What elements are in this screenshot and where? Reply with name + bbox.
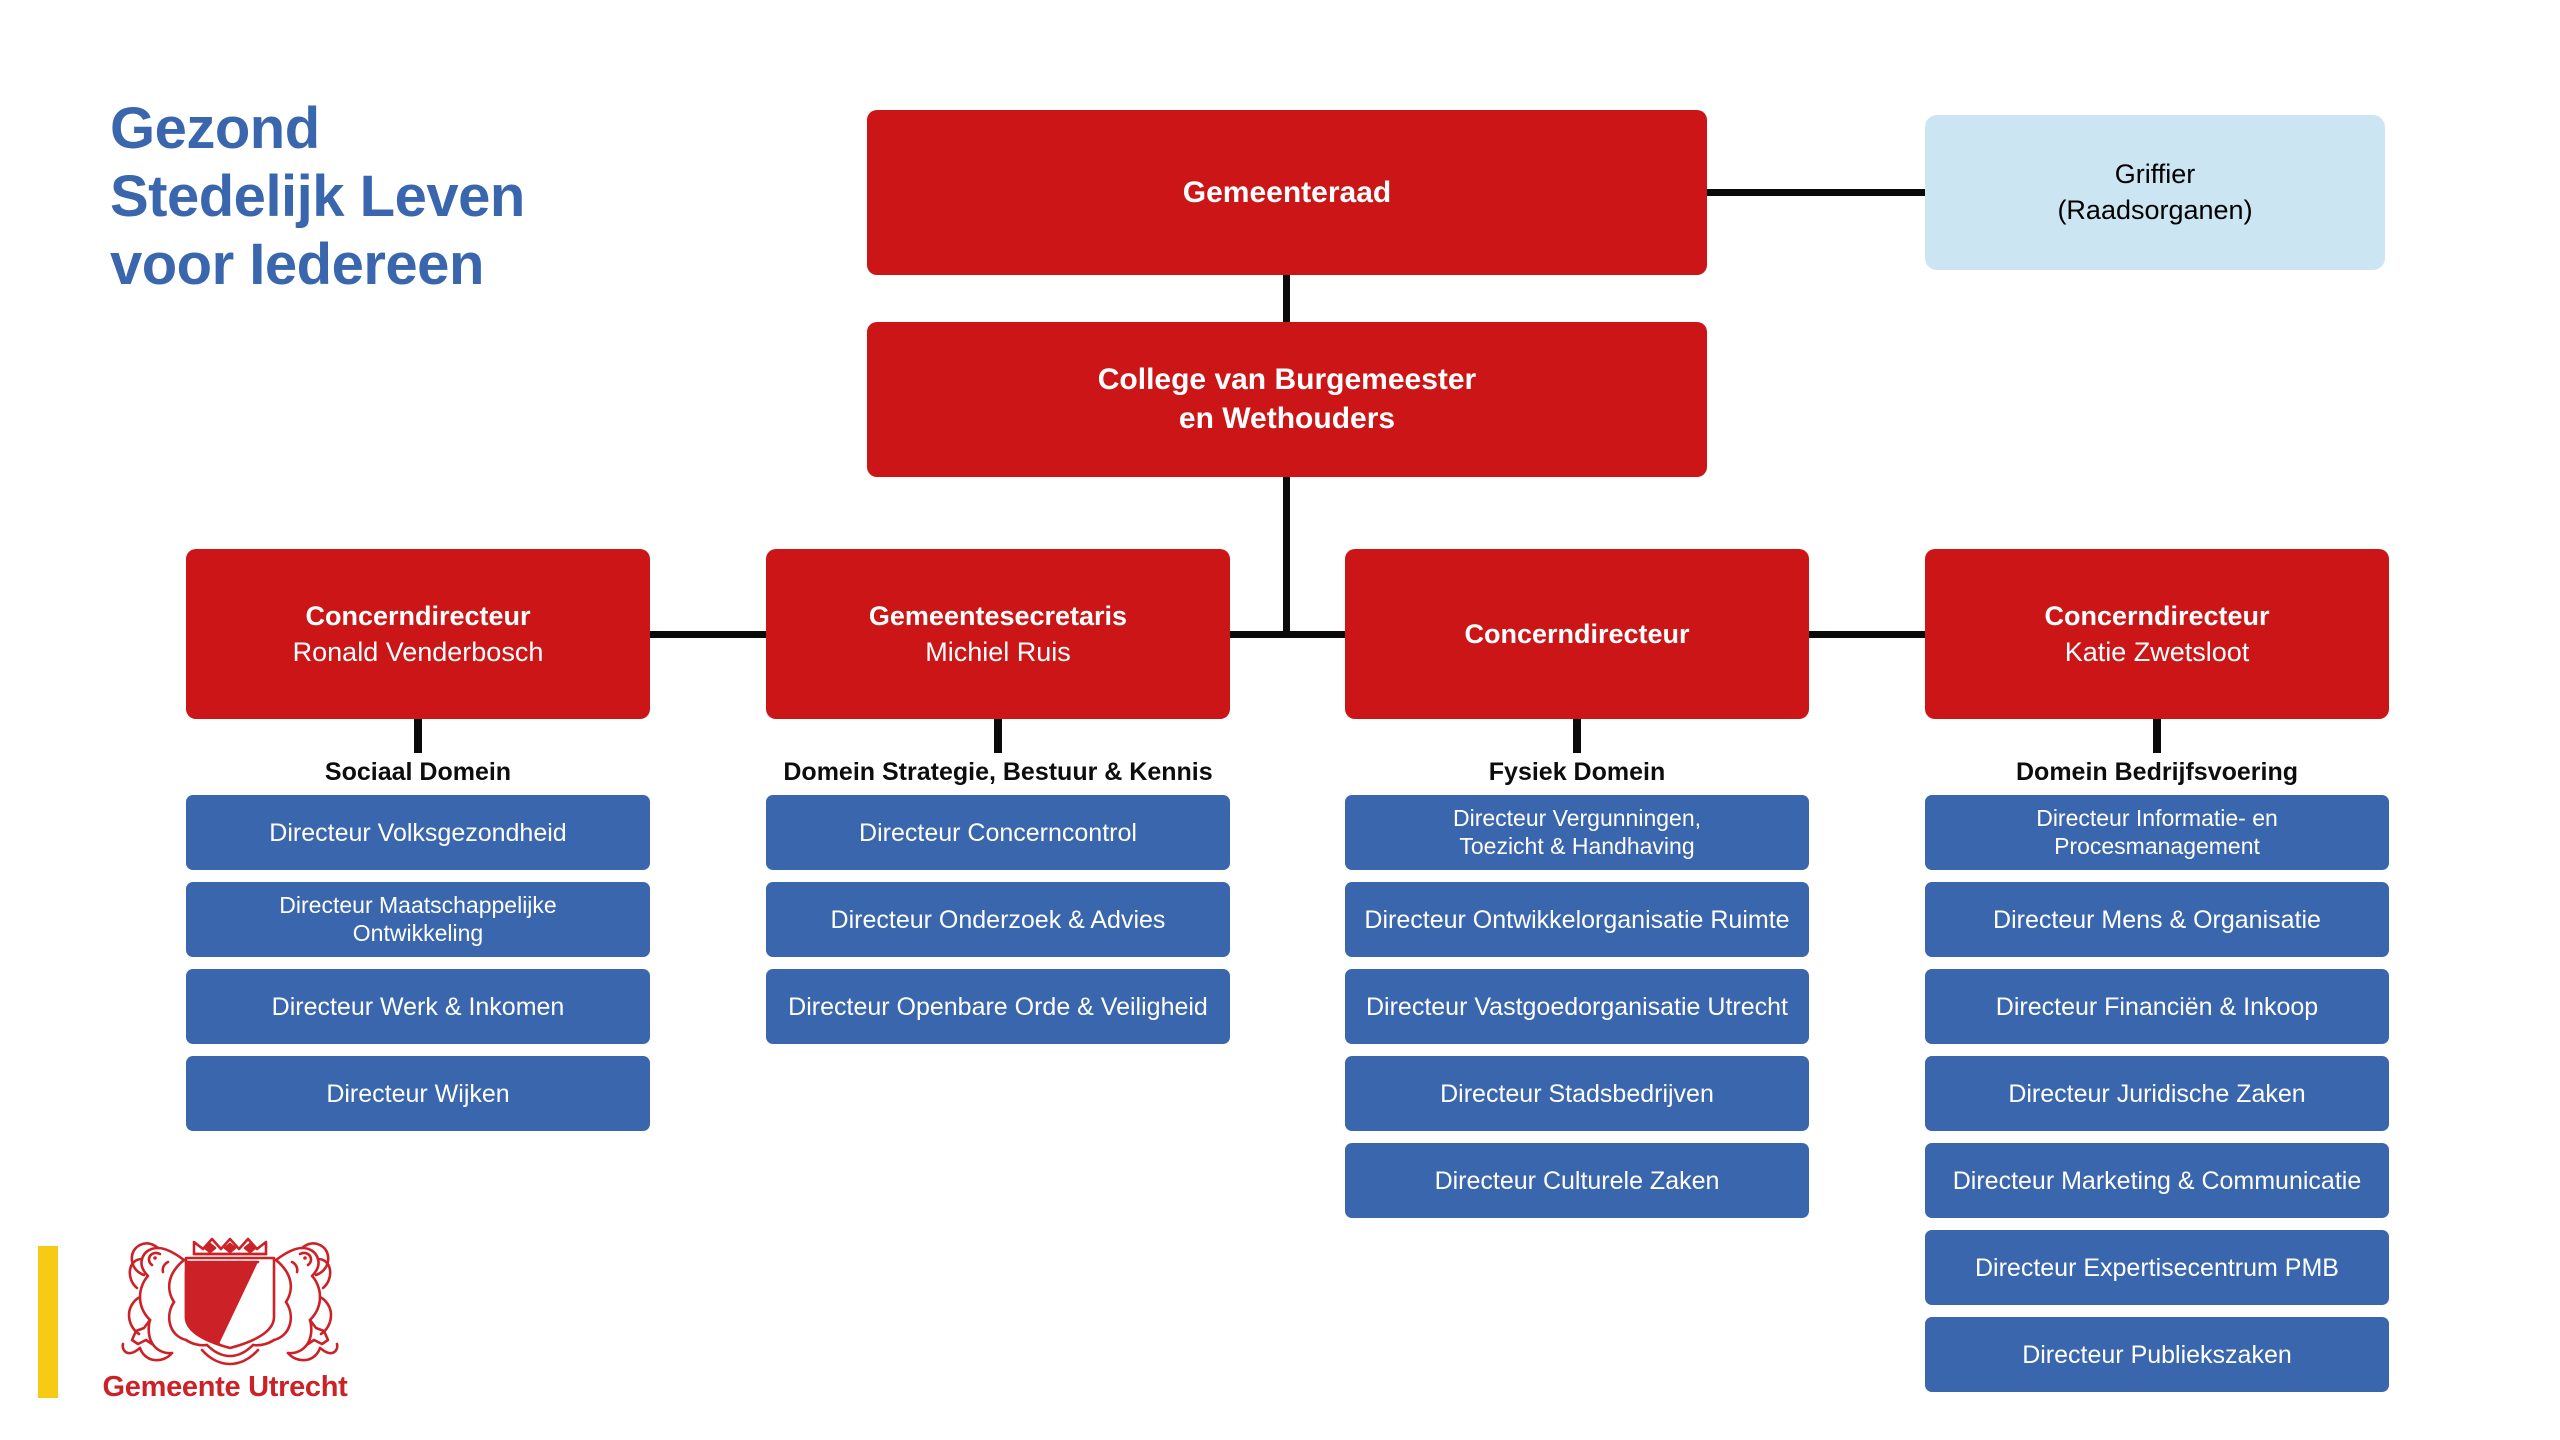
unit-box[interactable]: Directeur Wijken (186, 1056, 650, 1131)
unit-box[interactable]: Directeur Publiekszaken (1925, 1317, 2389, 1392)
director-role-1: Gemeentesecretaris (868, 600, 1128, 631)
logo-wordmark: Gemeente Utrecht (102, 1371, 348, 1403)
unit-list-3: Directeur Informatie- en Procesmanagemen… (1925, 795, 2389, 1404)
node-griffier[interactable]: Griffier (Raadsorganen) (1925, 115, 2385, 270)
unit-box[interactable]: Directeur Maatschappelijke Ontwikkeling (186, 882, 650, 957)
connector-council-to-board (1283, 275, 1290, 322)
director-role-3: Concerndirecteur (2044, 600, 2270, 631)
unit-box[interactable]: Directeur Financiën & Inkoop (1925, 969, 2389, 1044)
node-gemeenteraad[interactable]: Gemeenteraad (867, 110, 1707, 275)
unit-box[interactable]: Directeur Ontwikkelorganisatie Ruimte (1345, 882, 1809, 957)
director-name-3: Katie Zwetsloot (2064, 637, 2250, 667)
connector-board-to-directors (1283, 477, 1290, 634)
node-director-3[interactable]: Concerndirecteur Katie Zwetsloot (1925, 549, 2389, 719)
node-griffier-subtitle: (Raadsorganen) (2057, 194, 2253, 225)
unit-box[interactable]: Directeur Juridische Zaken (1925, 1056, 2389, 1131)
connector-director-to-domain-1 (994, 719, 1002, 753)
unit-box[interactable]: Directeur Marketing & Communicatie (1925, 1143, 2389, 1218)
connector-director-to-domain-2 (1573, 719, 1581, 753)
unit-box[interactable]: Directeur Vastgoedorganisatie Utrecht (1345, 969, 1809, 1044)
connector-council-to-clerk (1707, 189, 1925, 196)
unit-box[interactable]: Directeur Volksgezondheid (186, 795, 650, 870)
node-college-title: College van Burgemeester (1097, 363, 1477, 397)
unit-box[interactable]: Directeur Vergunningen, Toezicht & Handh… (1345, 795, 1809, 870)
connector-director-bus-right (1809, 631, 1925, 638)
unit-box[interactable]: Directeur Stadsbedrijven (1345, 1056, 1809, 1131)
domain-label-0: Sociaal Domein (324, 758, 512, 786)
domain-label-3: Domein Bedrijfsvoering (2016, 758, 2298, 786)
connector-director-to-domain-3 (2153, 719, 2161, 753)
director-role-2: Concerndirecteur (1464, 618, 1690, 649)
unit-box[interactable]: Directeur Openbare Orde & Veiligheid (766, 969, 1230, 1044)
node-college-subtitle: en Wethouders (1178, 401, 1396, 435)
node-director-0[interactable]: Concerndirecteur Ronald Venderbosch (186, 549, 650, 719)
page-title: Gezond Stedelijk Leven voor Iedereen (110, 96, 525, 297)
domain-label-1: Domein Strategie, Bestuur & Kennis (783, 758, 1213, 786)
director-name-0: Ronald Venderbosch (292, 637, 544, 667)
unit-box[interactable]: Directeur Culturele Zaken (1345, 1143, 1809, 1218)
utrecht-coat-of-arms-icon (106, 1232, 346, 1367)
node-college-van-bw[interactable]: College van Burgemeester en Wethouders (867, 322, 1707, 477)
connector-director-bus-center (1230, 631, 1345, 638)
unit-list-2: Directeur Vergunningen, Toezicht & Handh… (1345, 795, 1809, 1230)
unit-box[interactable]: Directeur Expertisecentrum PMB (1925, 1230, 2389, 1305)
gemeente-utrecht-logo: Gemeente Utrecht (38, 1232, 358, 1422)
domain-label-2: Fysiek Domein (1488, 758, 1666, 786)
node-director-1[interactable]: Gemeentesecretaris Michiel Ruis (766, 549, 1230, 719)
logo-yellow-bar (38, 1246, 58, 1398)
node-griffier-title: Griffier (2114, 158, 2196, 189)
node-director-2[interactable]: Concerndirecteur (1345, 549, 1809, 719)
unit-box[interactable]: Directeur Informatie- en Procesmanagemen… (1925, 795, 2389, 870)
node-gemeenteraad-title: Gemeenteraad (1182, 175, 1392, 209)
director-role-0: Concerndirecteur (305, 600, 531, 631)
director-name-1: Michiel Ruis (925, 637, 1071, 667)
connector-director-to-domain-0 (414, 719, 422, 753)
unit-box[interactable]: Directeur Mens & Organisatie (1925, 882, 2389, 957)
unit-box[interactable]: Directeur Werk & Inkomen (186, 969, 650, 1044)
connector-director-bus-left (650, 631, 766, 638)
unit-box[interactable]: Directeur Concerncontrol (766, 795, 1230, 870)
unit-box[interactable]: Directeur Onderzoek & Advies (766, 882, 1230, 957)
